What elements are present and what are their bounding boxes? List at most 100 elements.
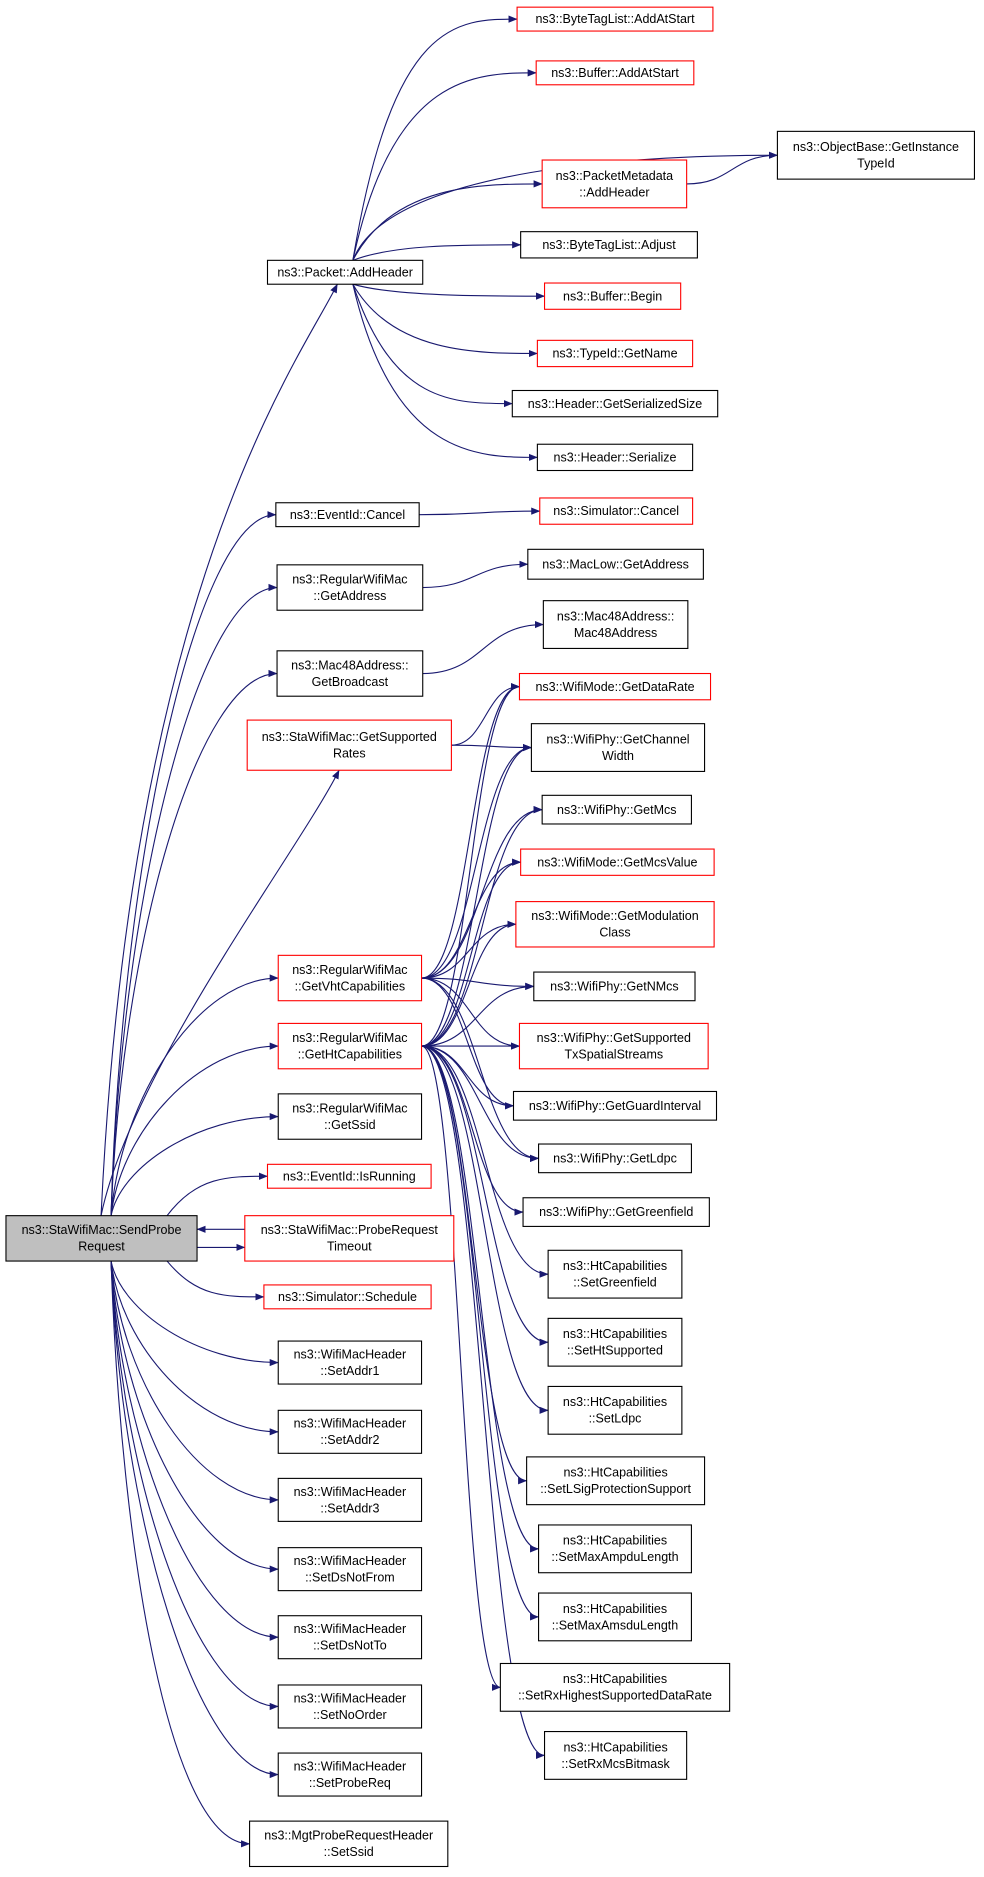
node-box: [277, 1022, 423, 1070]
edge-rwm_getht-to-wifimode_getmodulationclass: [421, 920, 517, 1047]
node-label: TypeId: [857, 157, 895, 171]
node-wmh-setaddr1[interactable]: ns3::WifiMacHeader::SetAddr1: [277, 1340, 423, 1385]
node-wifiphy-getmcs[interactable]: ns3::WifiPhy::GetMcs: [541, 794, 692, 825]
edge-rwm_getht-to-htc_setldpc: [421, 1045, 549, 1414]
node-buffer-begin[interactable]: ns3::Buffer::Begin: [543, 282, 682, 310]
node-label: ns3::WifiMacHeader: [294, 1759, 407, 1773]
node-btl-addatstart[interactable]: ns3::ByteTagList::AddAtStart: [516, 6, 714, 32]
node-rwm-getht[interactable]: ns3::RegularWifiMac::GetHtCapabilities: [277, 1022, 423, 1070]
node-label: ::SetGreenfield: [573, 1276, 656, 1290]
edge-packet_addheader-to-buffer_addatstart: [352, 69, 537, 261]
node-htc-setrxhighestsupporteddatarate[interactable]: ns3::HtCapabilities::SetRxHighestSupport…: [499, 1662, 731, 1712]
node-label: ns3::WifiPhy::GetGreenfield: [539, 1205, 693, 1219]
node-typeid-getname[interactable]: ns3::TypeId::GetName: [536, 339, 694, 368]
edge-eventid_cancel-to-simulator_cancel: [419, 507, 541, 516]
edge-rwm_getht-to-wifimode_getmcsvalue: [421, 858, 522, 1047]
node-htc-setgreenfield[interactable]: ns3::HtCapabilities::SetGreenfield: [547, 1249, 683, 1299]
node-box: [512, 1090, 718, 1121]
node-htc-sethtsupported[interactable]: ns3::HtCapabilities::SetHtSupported: [547, 1317, 683, 1367]
node-buffer-addatstart[interactable]: ns3::Buffer::AddAtStart: [535, 60, 695, 86]
node-box: [277, 1684, 423, 1729]
node-packet-addheader[interactable]: ns3::Packet::AddHeader: [266, 259, 424, 285]
node-label: ns3::RegularWifiMac: [292, 572, 407, 586]
node-label: ns3::HtCapabilities: [563, 1395, 667, 1409]
node-box: [516, 6, 714, 32]
node-wmh-setdsnotto[interactable]: ns3::WifiMacHeader::SetDsNotTo: [277, 1615, 423, 1660]
edge-root-to-mprh_setssid: [110, 1261, 251, 1848]
node-rwm-getssid[interactable]: ns3::RegularWifiMac::GetSsid: [277, 1093, 423, 1140]
node-box: [547, 1385, 683, 1435]
edge-layer: [100, 15, 778, 1848]
node-label: ns3::ByteTagList::AddAtStart: [535, 12, 695, 26]
node-wifiphy-getldpc[interactable]: ns3::WifiPhy::GetLdpc: [538, 1143, 692, 1174]
node-box: [527, 548, 704, 580]
node-wmh-setaddr3[interactable]: ns3::WifiMacHeader::SetAddr3: [277, 1477, 423, 1522]
node-mac48-mac48address[interactable]: ns3::Mac48Address::Mac48Address: [542, 600, 689, 649]
node-label: ::SetRxMcsBitmask: [561, 1757, 670, 1771]
edge-rwm_getht-to-htc_setmaxampdulength: [421, 1045, 540, 1553]
node-box: [277, 1615, 423, 1660]
node-rwm-getvht[interactable]: ns3::RegularWifiMac::GetVhtCapabilities: [277, 954, 423, 1002]
node-wifiphy-getguardinterval[interactable]: ns3::WifiPhy::GetGuardInterval: [512, 1090, 718, 1121]
node-box: [522, 1197, 710, 1227]
node-wifiphy-getnmcs[interactable]: ns3::WifiPhy::GetNMcs: [533, 971, 696, 1002]
node-wifiphy-getsupportedtxss[interactable]: ns3::WifiPhy::GetSupportedTxSpatialStrea…: [518, 1022, 709, 1070]
node-mac48-getbroadcast[interactable]: ns3::Mac48Address::GetBroadcast: [276, 650, 424, 697]
node-htc-setmaxamsdulength[interactable]: ns3::HtCapabilities::SetMaxAmsduLength: [538, 1592, 692, 1642]
edge-root-to-eventid_cancel: [110, 511, 277, 1216]
node-wifiphy-getgreenfield[interactable]: ns3::WifiPhy::GetGreenfield: [522, 1197, 710, 1227]
node-box: [538, 1143, 692, 1174]
edge-root-to-packet_addheader: [100, 283, 338, 1216]
node-wmh-setnoorder[interactable]: ns3::WifiMacHeader::SetNoOrder: [277, 1684, 423, 1729]
node-simulator-schedule[interactable]: ns3::Simulator::Schedule: [263, 1284, 432, 1310]
node-wmh-setdsnotfrom[interactable]: ns3::WifiMacHeader::SetDsNotFrom: [277, 1547, 423, 1592]
node-box: [543, 1731, 688, 1780]
edge-rwm_getht-to-wifiphy_getldpc: [421, 1045, 540, 1162]
edge-rwm_getvht-to-wifiphy_getguardinterval: [421, 977, 514, 1110]
node-pm-addheader[interactable]: ns3::PacketMetadata::AddHeader: [541, 159, 688, 209]
edge-root-to-wmh_setnoorder: [110, 1261, 279, 1711]
node-htc-setldpc[interactable]: ns3::HtCapabilities::SetLdpc: [547, 1385, 683, 1435]
node-header-serialize[interactable]: ns3::Header::Serialize: [536, 443, 694, 472]
node-wmh-setaddr2[interactable]: ns3::WifiMacHeader::SetAddr2: [277, 1409, 423, 1454]
node-label: ::GetHtCapabilities: [298, 1047, 402, 1061]
node-label: ns3::HtCapabilities: [563, 1466, 667, 1480]
edge-rwm_getht-to-wifiphy_getmcs: [421, 806, 543, 1047]
edge-packet_addheader-to-btl_addatstart: [352, 15, 518, 261]
node-htc-setlsigprotection[interactable]: ns3::HtCapabilities::SetLSigProtectionSu…: [526, 1456, 706, 1506]
node-label: ns3::WifiPhy::GetNMcs: [550, 980, 679, 994]
node-box: [511, 389, 719, 418]
node-box: [535, 60, 695, 86]
node-wifimode-getdatarate[interactable]: ns3::WifiMode::GetDataRate: [518, 672, 712, 701]
node-eventid-cancel[interactable]: ns3::EventId::Cancel: [275, 502, 420, 528]
node-box: [520, 231, 698, 259]
node-label: ns3::MacLow::GetAddress: [542, 557, 689, 571]
node-label: ns3::RegularWifiMac: [292, 1101, 407, 1115]
edge-root-to-wmh_setdsnotto: [110, 1261, 279, 1641]
edge-rwm_getht-to-htc_setrxmcsbitmask: [421, 1045, 545, 1759]
node-mprh-setssid[interactable]: ns3::MgtProbeRequestHeader::SetSsid: [249, 1820, 449, 1868]
node-eventid-isrunning[interactable]: ns3::EventId::IsRunning: [266, 1163, 432, 1189]
node-htc-setmaxampdulength[interactable]: ns3::HtCapabilities::SetMaxAmpduLength: [538, 1524, 692, 1574]
node-htc-setrxmcsbitmask[interactable]: ns3::HtCapabilities::SetRxMcsBitmask: [543, 1731, 688, 1780]
node-wmh-setprobereq[interactable]: ns3::WifiMacHeader::SetProbeReq: [277, 1752, 423, 1797]
edge-rwm_getvht-to-wifimode_getmodulationclass: [421, 920, 517, 979]
edge-packet_addheader-to-btl_adjust: [352, 241, 522, 261]
node-box: [277, 1340, 423, 1385]
node-wifimode-getmcsvalue[interactable]: ns3::WifiMode::GetMcsValue: [520, 848, 715, 876]
node-header-getserializedsize[interactable]: ns3::Header::GetSerializedSize: [511, 389, 719, 418]
edge-root-to-wmh_setaddr2: [110, 1260, 279, 1436]
node-btl-adjust[interactable]: ns3::ByteTagList::Adjust: [520, 231, 698, 259]
node-label: ns3::WifiMode::GetDataRate: [535, 680, 694, 694]
node-maclow-getaddress[interactable]: ns3::MacLow::GetAddress: [527, 548, 704, 580]
node-label: ns3::WifiPhy::GetLdpc: [553, 1151, 677, 1165]
node-simulator-cancel[interactable]: ns3::Simulator::Cancel: [539, 497, 694, 525]
node-rwm-getaddress[interactable]: ns3::RegularWifiMac::GetAddress: [276, 564, 424, 611]
node-box: [518, 1022, 709, 1070]
